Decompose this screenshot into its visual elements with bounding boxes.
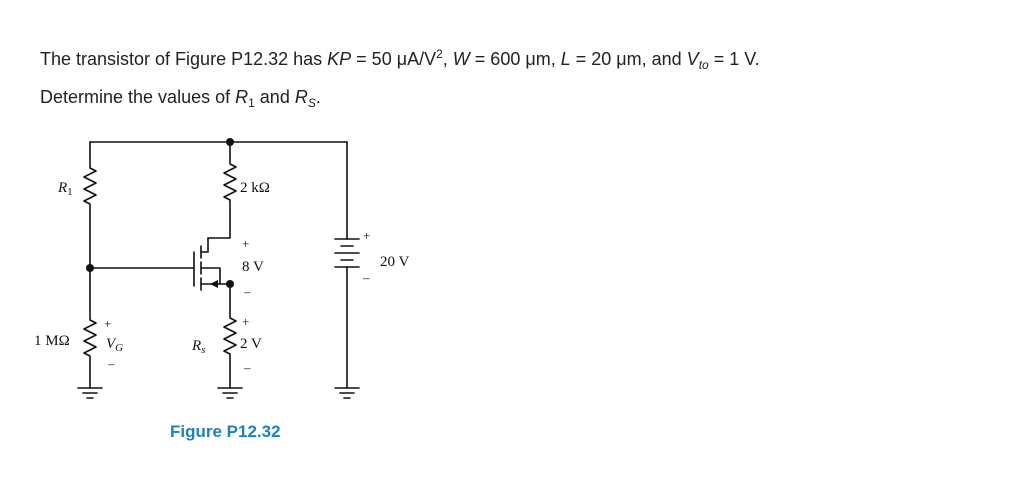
supply-minus: – — [362, 270, 370, 285]
w-value: = 600 μm, — [469, 49, 561, 69]
problem-line-1: The transistor of Figure P12.32 has KP =… — [40, 40, 1000, 78]
r1-symbol: R — [235, 87, 249, 107]
vto-symbol: V — [686, 49, 699, 69]
ground-2 — [217, 387, 243, 399]
drain-resistor — [207, 141, 237, 239]
w-separator: , — [442, 49, 453, 69]
l-value: = 20 μm, and — [570, 49, 687, 69]
junction-source — [226, 280, 234, 288]
ground-1 — [77, 387, 103, 399]
circuit-diagram: R1 2 kΩ 1 MΩ Rs VG + – + 8 V – + 2 V – +… — [34, 138, 409, 399]
problem-statement: The transistor of Figure P12.32 has KP =… — [40, 40, 1000, 116]
vto-value: = 1 V. — [708, 49, 760, 69]
mosfet-arrow — [210, 280, 218, 288]
vg-plus: + — [104, 316, 111, 331]
supply-battery — [334, 238, 360, 268]
problem-intro-text: The transistor of Figure P12.32 has — [40, 49, 328, 69]
mosfet-drain — [200, 237, 209, 253]
problem-line-2: Determine the values of R1 and RS. — [40, 78, 1000, 116]
vg-minus: – — [107, 356, 115, 371]
vds-plus: + — [242, 236, 249, 251]
r1-subscript: 1 — [248, 96, 255, 110]
drain-resistor-label: 2 kΩ — [240, 180, 270, 196]
w-symbol: W — [452, 49, 470, 69]
r2-label: 1 MΩ — [34, 333, 70, 349]
l-symbol: L — [560, 49, 571, 69]
kp-exponent: 2 — [436, 47, 443, 61]
supply-voltage-label: 20 V — [380, 254, 409, 270]
r1-resistor — [83, 141, 97, 269]
rs-subscript: S — [307, 96, 316, 110]
rs-symbol: R — [294, 87, 308, 107]
source-resistor — [223, 283, 237, 389]
r2-resistor — [83, 267, 97, 389]
mosfet-body-link — [200, 267, 221, 285]
vds-minus: – — [243, 284, 251, 299]
vrs-value: 2 V — [240, 336, 262, 352]
kp-symbol: KP — [327, 49, 352, 69]
kp-value: = 50 μA/V — [351, 49, 437, 69]
ground-3 — [334, 387, 360, 399]
vrs-plus: + — [242, 314, 249, 329]
question-end: . — [315, 87, 321, 107]
supply-plus: + — [363, 228, 370, 243]
vrs-minus: – — [243, 360, 251, 375]
junction-gate — [86, 264, 94, 272]
and-text: and — [254, 87, 295, 107]
r1-label: R1 — [57, 180, 73, 198]
figure-caption: Figure P12.32 — [170, 422, 281, 441]
junction-top — [226, 138, 234, 146]
vg-label: VG — [106, 336, 123, 354]
question-text: Determine the values of — [40, 87, 236, 107]
vto-subscript: to — [698, 58, 709, 72]
vds-value: 8 V — [242, 259, 264, 275]
rs-label: Rs — [191, 338, 205, 356]
